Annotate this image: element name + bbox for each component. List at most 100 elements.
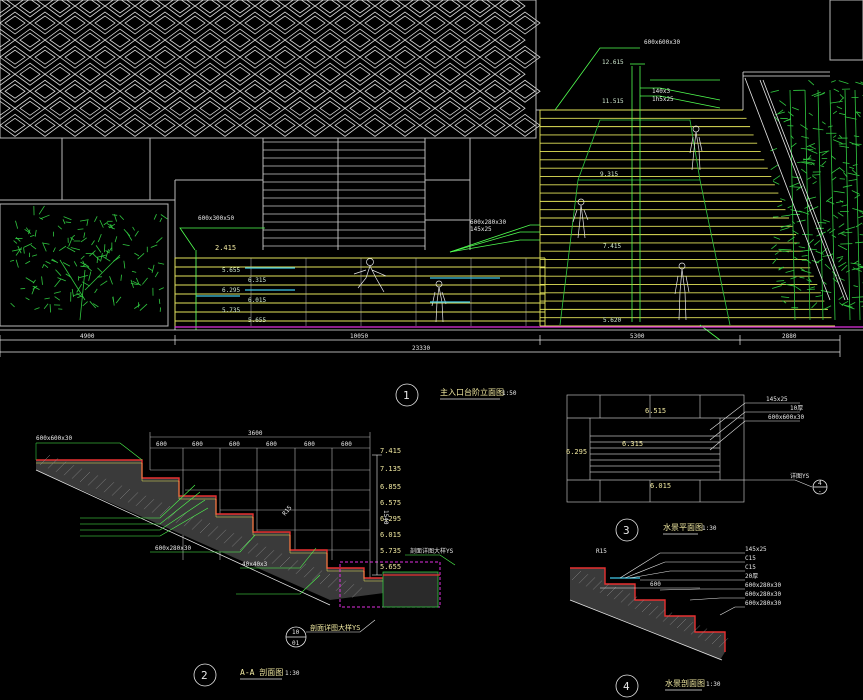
stair-flight-elevation bbox=[539, 109, 835, 327]
elev-label: 11.515 bbox=[602, 98, 624, 105]
elev-label: 7.135 bbox=[380, 465, 401, 473]
elev-label: 6.015 bbox=[248, 297, 266, 304]
view3-title: 3 水景平面图 1:30 bbox=[615, 518, 717, 542]
elev-label: 6.315 bbox=[622, 440, 643, 448]
dim-4: 2880 bbox=[782, 333, 797, 340]
elev-label: 6.295 bbox=[566, 448, 587, 456]
view-scale: 1:30 bbox=[702, 525, 717, 532]
note: 1h5x25 bbox=[652, 96, 674, 103]
elev-label: 6.015 bbox=[650, 482, 671, 490]
stepped-section bbox=[35, 454, 441, 608]
note: 10厚 bbox=[790, 405, 803, 412]
elev-label: 12.615 bbox=[602, 59, 624, 66]
plan-callout: 4 - bbox=[812, 479, 828, 495]
side-dim: 1540 bbox=[382, 510, 389, 525]
note: C15 bbox=[745, 564, 756, 571]
dim-label: 600 bbox=[341, 441, 352, 448]
elev-label: 6.315 bbox=[248, 277, 266, 284]
section-grid bbox=[149, 432, 371, 580]
note: 600x280x30 bbox=[745, 591, 782, 598]
view-scale: 1:30 bbox=[706, 681, 721, 688]
callout-label: 剖面详图大样YS bbox=[310, 623, 360, 632]
dim-2: 10050 bbox=[350, 333, 368, 340]
plan-leaders bbox=[709, 402, 813, 488]
view-number: 2 bbox=[201, 669, 208, 682]
dim-label: 600 bbox=[304, 441, 315, 448]
shrub-planting bbox=[10, 205, 168, 321]
section-leaders bbox=[35, 442, 456, 595]
callout-bottom: - bbox=[818, 488, 822, 495]
detail-callout: 10 01 剖面详图大样YS bbox=[285, 619, 376, 648]
elev-label: 2.415 bbox=[215, 244, 236, 252]
dim-label: 600 bbox=[266, 441, 277, 448]
view3-water-plan: 6.515 6.315 6.295 6.015 145x25 10厚 600x6… bbox=[566, 394, 828, 542]
note: 剖面详图大样YS bbox=[410, 547, 454, 555]
note: 20厚 bbox=[745, 573, 758, 580]
note: 145x25 bbox=[745, 546, 767, 553]
note: 600x280x30 bbox=[155, 545, 192, 552]
elev-label: 7.415 bbox=[380, 447, 401, 455]
view2-section-aa: 3600 600 600 600 600 600 600 7.415 7.135… bbox=[35, 430, 456, 687]
view1-main-elevation: 4900 10050 5300 2880 23330 2.415 5.655 6… bbox=[0, 0, 863, 407]
note: 600x280x30 bbox=[745, 582, 782, 589]
diamond-cladding-panel bbox=[0, 0, 541, 139]
note: 600x600x30 bbox=[36, 435, 73, 442]
view-number: 1 bbox=[403, 389, 410, 402]
note: C15 bbox=[745, 555, 756, 562]
elev-label: 9.315 bbox=[600, 171, 618, 178]
view1-title: 1 主入口台阶立面图 1:50 bbox=[395, 383, 517, 407]
note: 140x3 bbox=[652, 88, 670, 95]
note: 145x25 bbox=[766, 396, 788, 403]
building-outline bbox=[0, 0, 863, 330]
dim-label: 600 bbox=[650, 581, 661, 588]
view-title: 水景剖面图 bbox=[665, 678, 705, 688]
view4-title: 4 水景剖面图 1:30 bbox=[615, 674, 721, 698]
water-stepped-section bbox=[569, 567, 729, 661]
view-scale: 1:50 bbox=[502, 390, 517, 397]
dim-label: 600 bbox=[156, 441, 167, 448]
radius-label: R15 bbox=[596, 548, 607, 555]
dim-label: 3600 bbox=[248, 430, 263, 437]
note: 600x280x30 bbox=[470, 219, 507, 226]
note: 600x300x50 bbox=[198, 215, 235, 222]
elev-label: 6.515 bbox=[645, 407, 666, 415]
dim-3: 5300 bbox=[630, 333, 645, 340]
elev-label: 5.735 bbox=[380, 547, 401, 555]
elev-label: 6.295 bbox=[222, 287, 240, 294]
note: 40x40x3 bbox=[242, 561, 268, 568]
water-notes: 145x25 C15 C15 20厚 600x280x30 600x280x30… bbox=[596, 546, 782, 607]
right-level-scale bbox=[372, 454, 382, 576]
elev-label: 6.015 bbox=[380, 531, 401, 539]
view-scale: 1:30 bbox=[285, 670, 300, 677]
callout-top: 10 bbox=[292, 629, 300, 636]
plan-notes: 145x25 10厚 600x600x30 详图YS bbox=[766, 396, 810, 480]
dimension-chain bbox=[0, 335, 841, 357]
note: 600x280x30 bbox=[745, 600, 782, 607]
view-title: 主入口台阶立面图 bbox=[440, 387, 504, 397]
view1-annotations: 2.415 5.655 6.315 6.295 6.015 5.735 5.65… bbox=[198, 39, 681, 324]
dim-1: 4900 bbox=[80, 333, 95, 340]
note: 600x600x30 bbox=[644, 39, 681, 46]
note: 600x600x30 bbox=[768, 414, 805, 421]
section-dim-labels: 3600 600 600 600 600 600 600 bbox=[156, 430, 352, 448]
elev-label: 5.735 bbox=[222, 307, 240, 314]
dim-label: 600 bbox=[192, 441, 203, 448]
callout-top: 4 bbox=[818, 480, 822, 487]
note: R15 bbox=[281, 504, 294, 517]
elev-label: 6.855 bbox=[380, 483, 401, 491]
plan-elevations: 6.515 6.315 6.295 6.015 bbox=[566, 407, 671, 490]
elev-label: 5.655 bbox=[222, 267, 240, 274]
view-title: 水景平面图 bbox=[663, 522, 703, 532]
elev-label: 6.575 bbox=[380, 499, 401, 507]
view-number: 3 bbox=[623, 524, 630, 537]
elev-label: 5.655 bbox=[380, 563, 401, 571]
view2-title: 2 A-A 剖面图 1:30 bbox=[193, 663, 300, 687]
water-leaders bbox=[600, 552, 745, 616]
handrail bbox=[742, 71, 849, 301]
elev-label: 5.655 bbox=[248, 317, 266, 324]
dim-label: 600 bbox=[229, 441, 240, 448]
ground-lines bbox=[0, 326, 863, 331]
water-lines bbox=[196, 267, 500, 303]
elev-label: 5.620 bbox=[603, 317, 621, 324]
